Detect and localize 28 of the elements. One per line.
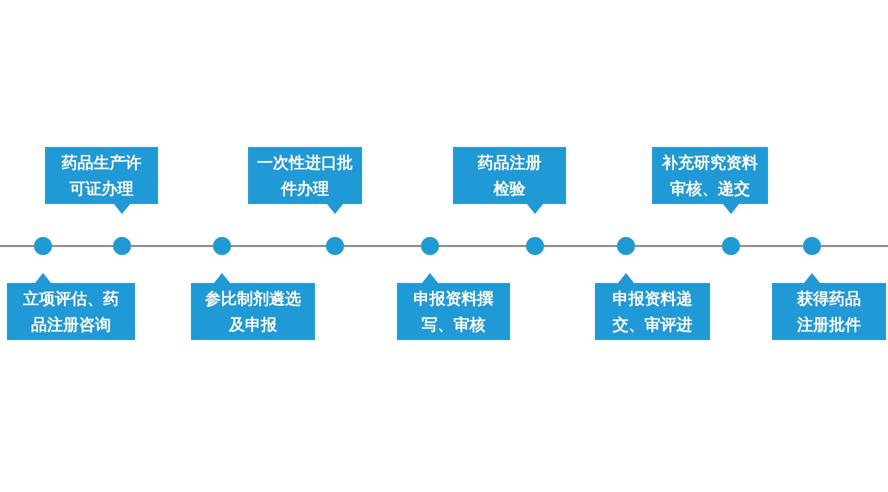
callout-box — [453, 147, 566, 214]
callout-text: 药品生产许可证办理 — [62, 152, 142, 200]
timeline-line — [0, 245, 34, 247]
timeline-line — [635, 245, 722, 247]
callout-box — [248, 147, 362, 214]
timeline-line — [544, 245, 617, 247]
callout-text: 药品注册检验 — [478, 152, 542, 200]
callout-box — [772, 273, 886, 340]
timeline-line — [344, 245, 421, 247]
callout-text: 立项评估、药品注册咨询 — [23, 288, 119, 336]
callout-box — [191, 273, 315, 340]
callout-box — [652, 147, 768, 214]
timeline-line — [131, 245, 213, 247]
callout-box — [7, 273, 135, 340]
callout-box — [595, 273, 710, 340]
timeline-line — [821, 245, 888, 247]
timeline-line — [439, 245, 526, 247]
timeline-line — [740, 245, 803, 247]
callout-box — [397, 273, 510, 340]
callout-text: 获得药品注册批件 — [797, 288, 861, 336]
timeline-line — [231, 245, 326, 247]
callout-box — [45, 147, 158, 214]
callout-text: 申报资料撰写、审核 — [414, 288, 494, 336]
timeline-line — [52, 245, 113, 247]
callout-text: 参比制剂遴选及申报 — [205, 288, 301, 336]
callout-text: 申报资料递交、审评进 — [612, 288, 694, 336]
callout-text: 一次性进口批件办理 — [257, 152, 353, 200]
callout-text: 补充研究资料审核、递交 — [662, 152, 758, 200]
